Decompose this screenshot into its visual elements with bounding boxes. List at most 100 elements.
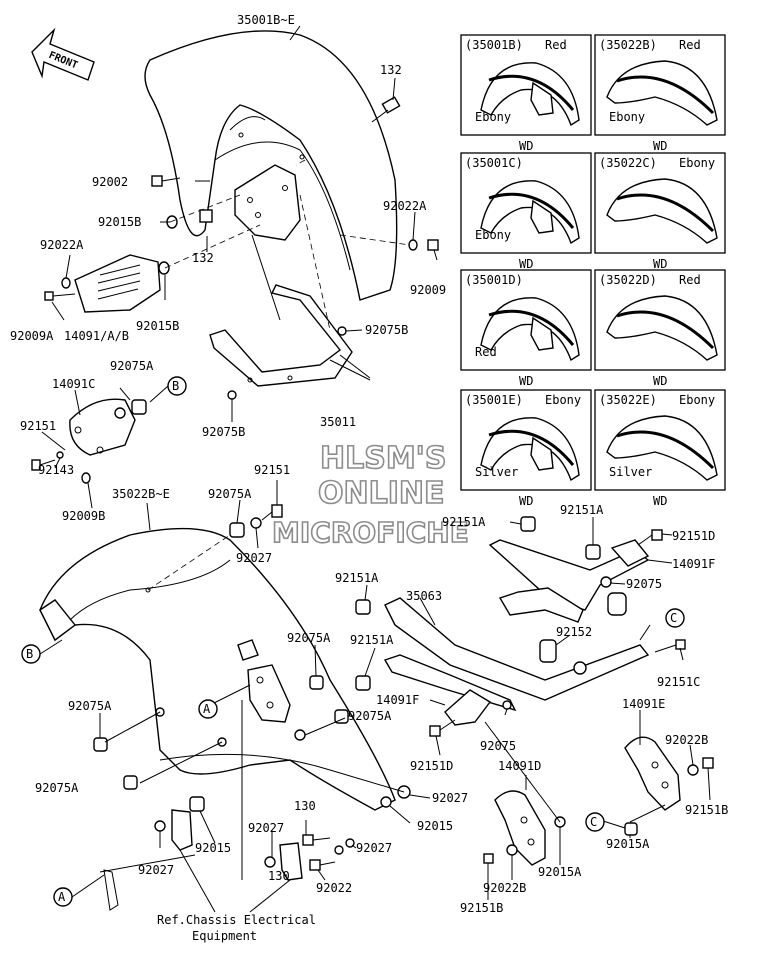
label-92075B: 92075B [365, 323, 408, 337]
label-92027: 92027 [138, 863, 174, 877]
label-92151C: 92151C [657, 675, 700, 689]
part-labels: 35001B~E 132 92002 92015B 92022A 92022A … [10, 13, 728, 943]
svg-text:MICROFICHE: MICROFICHE [272, 516, 469, 549]
label-92015B: 92015B [136, 319, 179, 333]
label-35063: 35063 [406, 589, 442, 603]
variant-code: (35001E) [465, 393, 523, 407]
svg-text:A: A [203, 702, 211, 716]
label-92151A: 92151A [335, 571, 379, 585]
front-stay-35011 [209, 284, 353, 387]
bolt-icons-front [44, 96, 439, 400]
wire-clip [103, 869, 119, 911]
label-92151D: 92151D [672, 529, 715, 543]
label-132: 132 [380, 63, 402, 77]
label-92075A: 92075A [35, 781, 79, 795]
label-132: 132 [192, 251, 214, 265]
label-92075A: 92075A [287, 631, 331, 645]
label-92015: 92015 [195, 841, 231, 855]
variant-code: (35022B) [599, 38, 657, 52]
variant-note: WD [653, 374, 667, 388]
variant-bottom-color: Red [475, 345, 497, 359]
label-92075A: 92075A [68, 699, 112, 713]
variant-code: (35022C) [599, 156, 657, 170]
label-92015B: 92015B [98, 215, 141, 229]
variant-note: WD [653, 257, 667, 271]
label-92151: 92151 [20, 419, 56, 433]
label-92151: 92151 [254, 463, 290, 477]
label-92027: 92027 [236, 551, 272, 565]
svg-text:A: A [58, 890, 66, 904]
variant-note: WD [519, 257, 533, 271]
variant-top-color: Red [679, 273, 701, 287]
label-92151D: 92151D [410, 759, 453, 773]
variant-code: (35022E) [599, 393, 657, 407]
label-92015: 92015 [417, 819, 453, 833]
label-92027: 92027 [432, 791, 468, 805]
label-14091F: 14091F [376, 693, 419, 707]
cover-14091 [74, 254, 161, 313]
label-92075: 92075 [626, 577, 662, 591]
variant-top-color: Red [679, 38, 701, 52]
svg-text:C: C [670, 611, 677, 625]
front-fender [144, 30, 398, 301]
label-14091AB: 14091/A/B [64, 329, 129, 343]
label-92143: 92143 [38, 463, 74, 477]
label-92009: 92009 [410, 283, 446, 297]
ref-chassis-line2: Equipment [192, 929, 257, 943]
label-130: 130 [268, 869, 290, 883]
front-leaders [51, 25, 438, 422]
handrail-14091E [624, 736, 714, 836]
rear-fender-bracket [237, 639, 291, 723]
label-130: 130 [294, 799, 316, 813]
svg-text:B: B [26, 647, 33, 661]
label-92075A: 92075A [348, 709, 392, 723]
svg-text:B: B [172, 379, 179, 393]
side-cover-14091C [31, 387, 147, 509]
svg-text:ONLINE: ONLINE [318, 476, 445, 511]
label-14091D: 14091D [498, 759, 541, 773]
variant-bottom-color: Ebony [475, 110, 511, 124]
variant-bottom-color: Ebony [609, 110, 645, 124]
label-92009A: 92009A [10, 329, 54, 343]
variant-bottom-color: Ebony [475, 228, 511, 242]
label-92151B: 92151B [685, 803, 728, 817]
label-14091F: 14091F [672, 557, 715, 571]
rear-fender [39, 527, 396, 811]
label-14091E: 14091E [622, 697, 665, 711]
variant-top-color: Ebony [679, 156, 715, 170]
variant-note: WD [519, 139, 533, 153]
variant-code: (35001C) [465, 156, 523, 170]
label-35022BE: 35022B~E [112, 487, 170, 501]
front-arrow-icon: FRONT [31, 27, 95, 81]
label-92022B: 92022B [483, 881, 526, 895]
label-92152: 92152 [556, 625, 592, 639]
label-92151A: 92151A [560, 503, 604, 517]
watermark: HLSM'S ONLINE MICROFICHE [271, 440, 469, 550]
variant-top-color: Ebony [679, 393, 715, 407]
variant-note: WD [653, 494, 667, 508]
label-92151B: 92151B [460, 901, 503, 915]
rear-fasteners [93, 504, 411, 881]
variant-code: (35022D) [599, 273, 657, 287]
variant-note: WD [519, 374, 533, 388]
variant-note: WD [519, 494, 533, 508]
callout-circles: B B A A C C [21, 376, 685, 907]
rear-frame-35063 [383, 539, 650, 712]
label-92022B: 92022B [665, 733, 708, 747]
label-92022: 92022 [316, 881, 352, 895]
variant-code: (35001D) [465, 273, 523, 287]
label-92027: 92027 [356, 841, 392, 855]
svg-text:C: C [590, 815, 597, 829]
label-35001BE: 35001B~E [237, 13, 295, 27]
label-92075A: 92075A [110, 359, 154, 373]
label-92002: 92002 [92, 175, 128, 189]
variant-bottom-color: Silver [475, 465, 518, 479]
svg-text:HLSM'S: HLSM'S [320, 441, 446, 476]
